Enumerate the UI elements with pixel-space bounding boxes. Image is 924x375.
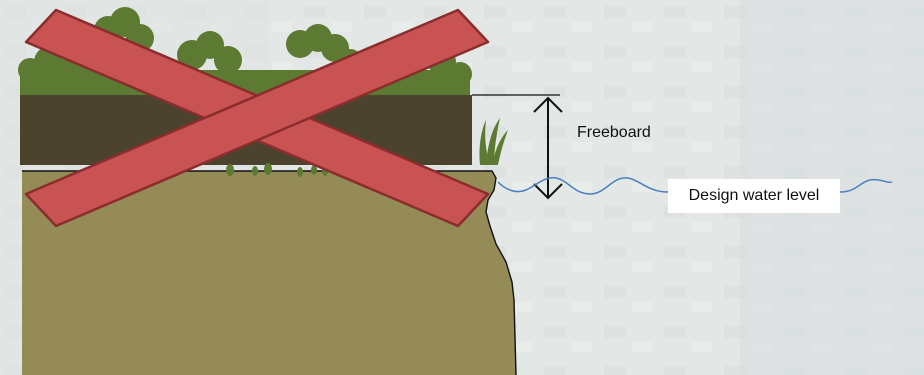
soil-embankment xyxy=(22,171,516,375)
grass-tuft xyxy=(479,118,508,165)
design-water-level-label: Design water level xyxy=(668,179,840,213)
roots xyxy=(226,163,328,177)
freeboard-label: Freeboard xyxy=(577,124,651,141)
freeboard-arrow xyxy=(533,96,563,200)
bank-edge-line xyxy=(22,170,517,375)
water-level-line xyxy=(497,177,893,195)
red-x-mark xyxy=(24,8,490,228)
